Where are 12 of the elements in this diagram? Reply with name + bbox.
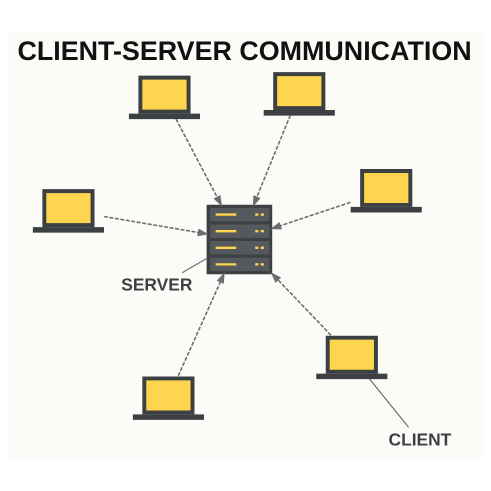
arrow (252, 114, 292, 206)
connector (182, 258, 207, 273)
node-text: CLIENT (388, 428, 452, 449)
connector (368, 378, 410, 428)
arrow (178, 272, 225, 376)
arrow (104, 215, 209, 236)
diagram-title: CLIENT-SERVER COMMUNICATION (17, 36, 472, 66)
arrow (270, 272, 332, 336)
arrow (270, 201, 351, 229)
arrow (175, 118, 222, 206)
node-server (206, 204, 272, 274)
node-text: SERVER (121, 274, 192, 294)
